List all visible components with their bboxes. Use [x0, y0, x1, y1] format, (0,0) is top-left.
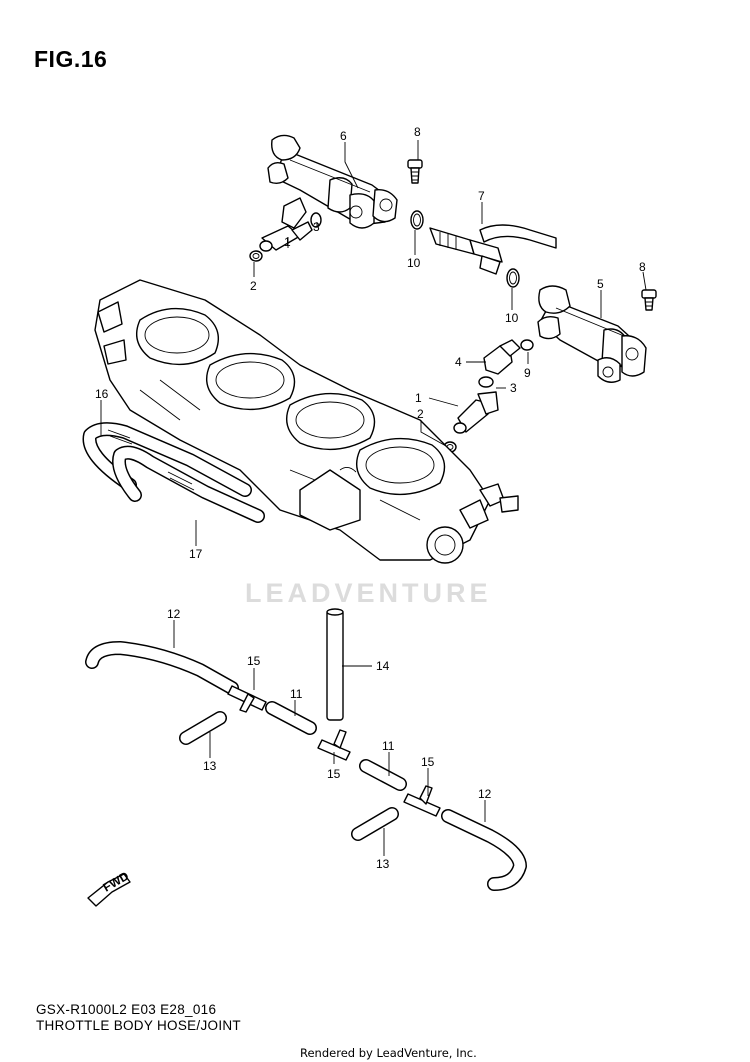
callout-3-lower: 3 [510, 381, 517, 395]
callout-13-lower: 13 [376, 857, 390, 871]
fuel-delivery-pipe-5[interactable] [537, 285, 647, 383]
callout-1-lower: 1 [415, 391, 422, 405]
callout-8-top: 8 [414, 125, 421, 139]
callout-9: 9 [524, 366, 531, 380]
bolt-8-top[interactable] [407, 159, 423, 184]
hose-13-lower[interactable] [351, 807, 399, 841]
callout-3-upper: 3 [313, 220, 320, 234]
callout-10-lower: 10 [505, 311, 519, 325]
callout-10-upper: 10 [407, 256, 421, 270]
hose-17[interactable] [112, 445, 265, 523]
callout-6: 6 [340, 129, 347, 143]
callout-13-upper: 13 [203, 759, 217, 773]
joint-4[interactable] [483, 339, 521, 375]
callout-2-upper: 2 [250, 279, 257, 293]
callout-8-right: 8 [639, 260, 646, 274]
callout-16: 16 [95, 387, 109, 401]
watermark: LEADVENTURE [245, 578, 492, 608]
o-ring-10-upper[interactable] [410, 210, 424, 230]
callout-4: 4 [455, 355, 462, 369]
callout-15-upper: 15 [247, 654, 261, 668]
rendered-by-credit: Rendered by LeadVenture, Inc. [300, 1046, 477, 1060]
leader-lines [100, 140, 647, 856]
callout-7: 7 [478, 189, 485, 203]
callout-15-middle: 15 [327, 767, 341, 781]
o-ring-10-lower[interactable] [506, 268, 520, 288]
model-code: GSX-R1000L2 E03 E28_016 [36, 1002, 217, 1017]
callout-17: 17 [189, 547, 203, 561]
o-ring-3-lower[interactable] [478, 376, 494, 388]
callout-1-upper: 1 [284, 235, 291, 249]
hose-11-lower[interactable] [359, 759, 407, 791]
bolt-8-right[interactable] [641, 289, 657, 311]
hose-12-upper[interactable] [85, 641, 239, 695]
hose-13-upper[interactable] [179, 711, 227, 745]
callout-2-lower: 2 [417, 407, 424, 421]
throttle-body-assembly[interactable] [94, 279, 519, 564]
o-ring-3-upper[interactable] [310, 212, 322, 228]
cap-9[interactable] [520, 339, 534, 351]
callout-11-upper: 11 [290, 687, 303, 701]
joint-15-lower[interactable] [403, 785, 441, 817]
fwd-label: FWD [101, 869, 132, 895]
section-title: THROTTLE BODY HOSE/JOINT [36, 1018, 241, 1033]
hose-12-lower[interactable] [441, 809, 527, 891]
fwd-arrow-icon: FWD [87, 869, 132, 907]
joint-15-middle[interactable] [317, 729, 351, 761]
fuel-feed-pipe-7[interactable] [429, 224, 557, 275]
callout-12-upper: 12 [167, 607, 181, 621]
fuel-delivery-pipe-6[interactable] [267, 134, 398, 229]
tube-14[interactable] [326, 608, 344, 721]
fuel-injector-1-upper[interactable] [259, 197, 313, 252]
hose-16[interactable] [82, 422, 252, 497]
callout-5: 5 [597, 277, 604, 291]
callout-14: 14 [376, 659, 390, 673]
joint-15-upper[interactable] [227, 685, 267, 713]
figure-title: FIG.16 [34, 46, 108, 72]
callout-11-lower: 11 [382, 739, 395, 753]
callout-12-lower: 12 [478, 787, 492, 801]
seal-2-upper[interactable] [249, 250, 263, 262]
fuel-injector-1-lower[interactable] [453, 391, 499, 434]
hose-11-upper[interactable] [265, 701, 317, 735]
callout-15-lower: 15 [421, 755, 435, 769]
callout-labels: 6 8 7 1 3 2 10 10 5 8 9 4 3 1 2 16 17 12… [95, 125, 646, 871]
